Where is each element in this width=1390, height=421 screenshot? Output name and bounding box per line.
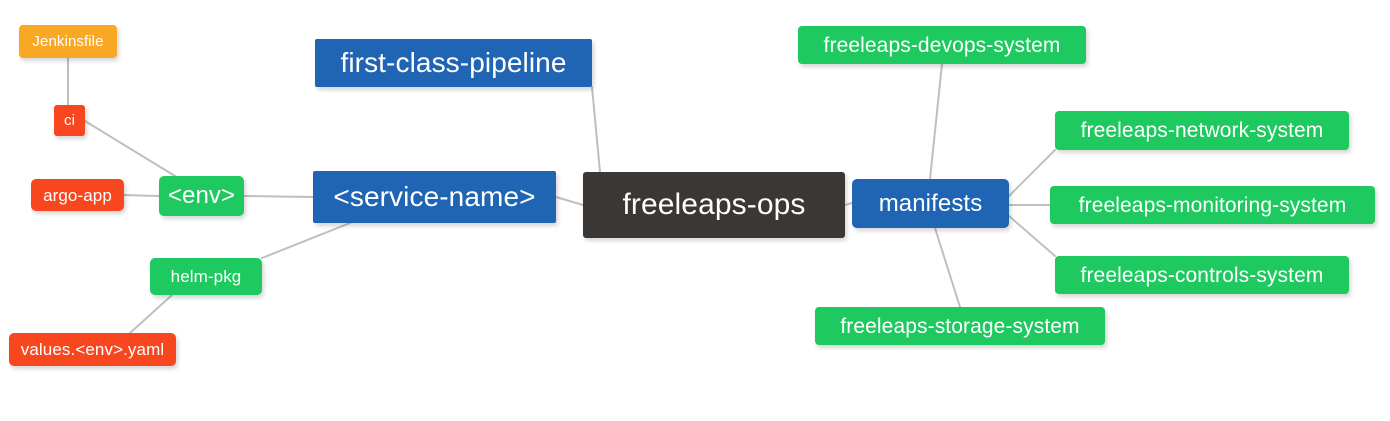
edge-env-to-argo-app <box>123 194 160 197</box>
edge-freeleaps-ops-to-service-name <box>555 196 584 206</box>
node-label: <service-name> <box>333 181 536 212</box>
node-ci[interactable]: ci <box>54 105 85 136</box>
node-freeleaps-controls-system[interactable]: freeleaps-controls-system <box>1055 256 1349 294</box>
node-manifests[interactable]: manifests <box>852 179 1009 228</box>
node-jenkinsfile[interactable]: Jenkinsfile <box>19 25 117 58</box>
edge-service-name-to-helm-pkg <box>261 222 351 259</box>
node-freeleaps-ops[interactable]: freeleaps-ops <box>583 172 845 238</box>
edge-manifests-to-freeleaps-controls-system <box>1008 215 1056 257</box>
edge-freeleaps-ops-to-first-class-pipeline <box>591 86 601 173</box>
node-helm-pkg[interactable]: helm-pkg <box>150 258 262 295</box>
node-label: <env> <box>167 182 236 209</box>
node-freeleaps-monitoring-system[interactable]: freeleaps-monitoring-system <box>1050 186 1375 224</box>
node-label: Jenkinsfile <box>32 33 104 50</box>
node-label: freeleaps-controls-system <box>1080 263 1324 287</box>
node-env[interactable]: <env> <box>159 176 244 216</box>
edge-freeleaps-ops-to-manifests <box>844 202 853 206</box>
node-values-env-yaml[interactable]: values.<env>.yaml <box>9 333 176 366</box>
node-freeleaps-network-system[interactable]: freeleaps-network-system <box>1055 111 1349 150</box>
edge-manifests-to-freeleaps-storage-system <box>934 227 961 308</box>
edge-env-to-ci <box>84 120 176 177</box>
node-label: freeleaps-storage-system <box>840 314 1080 338</box>
edge-helm-pkg-to-values-env-yaml <box>129 294 173 334</box>
node-label: first-class-pipeline <box>340 47 567 78</box>
node-label: values.<env>.yaml <box>20 340 165 359</box>
node-label: helm-pkg <box>170 267 242 286</box>
node-service-name[interactable]: <service-name> <box>313 171 556 223</box>
node-label: freeleaps-devops-system <box>823 33 1061 57</box>
edge-manifests-to-freeleaps-network-system <box>1008 149 1056 197</box>
node-first-class-pipeline[interactable]: first-class-pipeline <box>315 39 592 87</box>
node-label: freeleaps-monitoring-system <box>1078 193 1347 217</box>
node-argo-app[interactable]: argo-app <box>31 179 124 211</box>
edge-manifests-to-freeleaps-devops-system <box>929 63 943 180</box>
node-label: freeleaps-network-system <box>1080 119 1324 142</box>
node-label: ci <box>63 112 76 129</box>
edge-service-name-to-env <box>243 195 314 198</box>
node-freeleaps-storage-system[interactable]: freeleaps-storage-system <box>815 307 1105 345</box>
node-label: argo-app <box>43 185 112 205</box>
node-label: freeleaps-ops <box>622 188 806 221</box>
node-label: manifests <box>878 189 983 217</box>
node-freeleaps-devops-system[interactable]: freeleaps-devops-system <box>798 26 1086 64</box>
